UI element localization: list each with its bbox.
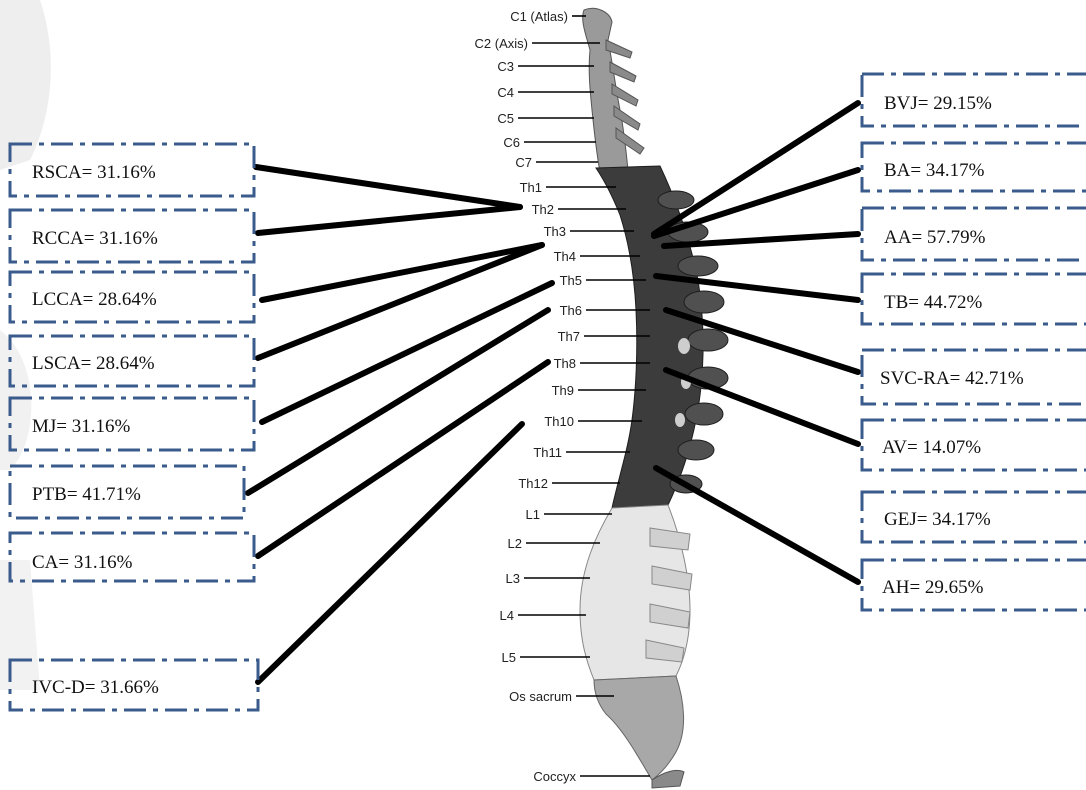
label-c7: C7 — [515, 155, 532, 170]
box-ah-label: AH= 29.65% — [882, 577, 984, 598]
label-th6: Th6 — [560, 303, 582, 318]
spine-illustration — [580, 8, 728, 788]
label-l5: L5 — [502, 650, 516, 665]
box-bvj: BVJ= 29.15% — [862, 74, 1086, 126]
label-c3: C3 — [497, 59, 514, 74]
sacrum — [594, 676, 684, 780]
label-th2: Th2 — [532, 202, 554, 217]
box-tb-label: TB= 44.72% — [884, 292, 982, 313]
box-svcra-label: SVC-RA= 42.71% — [880, 368, 1024, 389]
box-lsca: LSCA= 28.64% — [10, 336, 254, 386]
leader-mj — [262, 283, 552, 422]
box-ah: AH= 29.65% — [862, 560, 1086, 610]
box-rsca: RSCA= 31.16% — [10, 144, 254, 196]
label-l2: L2 — [508, 536, 522, 551]
right-value-boxes: BVJ= 29.15% BA= 34.17% AA= 57.79% TB= 44… — [862, 74, 1086, 610]
box-aa-label: AA= 57.79% — [884, 227, 986, 248]
box-rcca-label: RCCA= 31.16% — [32, 228, 158, 249]
label-th5: Th5 — [560, 273, 582, 288]
label-coccyx: Coccyx — [533, 769, 576, 784]
box-bvj-label: BVJ= 29.15% — [884, 93, 992, 114]
box-gej: GEJ= 34.17% — [862, 492, 1086, 542]
label-l3: L3 — [506, 571, 520, 586]
left-value-boxes: RSCA= 31.16% RCCA= 31.16% LCCA= 28.64% L… — [10, 144, 258, 710]
label-c4: C4 — [497, 85, 514, 100]
label-c2: C2 (Axis) — [475, 36, 528, 51]
label-th3: Th3 — [544, 224, 566, 239]
box-ivcd-label: IVC-D= 31.66% — [32, 677, 159, 698]
label-th12: Th12 — [518, 476, 548, 491]
box-lcca: LCCA= 28.64% — [10, 272, 254, 322]
box-av: AV= 14.07% — [862, 420, 1086, 470]
label-th4: Th4 — [554, 249, 576, 264]
box-ca-label: CA= 31.16% — [32, 552, 133, 573]
box-tb: TB= 44.72% — [862, 274, 1086, 324]
box-gej-label: GEJ= 34.17% — [884, 509, 991, 530]
box-lsca-label: LSCA= 28.64% — [32, 353, 155, 374]
box-rsca-label: RSCA= 31.16% — [32, 162, 156, 183]
leader-bvj — [654, 103, 858, 234]
label-th7: Th7 — [558, 329, 580, 344]
label-th10: Th10 — [544, 414, 574, 429]
label-c5: C5 — [497, 111, 514, 126]
box-ba: BA= 34.17% — [862, 143, 1086, 191]
label-th8: Th8 — [554, 356, 576, 371]
watermark — [0, 0, 51, 690]
box-ca: CA= 31.16% — [10, 533, 254, 581]
box-ivcd: IVC-D= 31.66% — [10, 660, 258, 710]
box-mj: MJ= 31.16% — [10, 398, 254, 450]
box-aa: AA= 57.79% — [862, 208, 1086, 260]
box-av-label: AV= 14.07% — [882, 437, 981, 458]
leader-ah — [656, 468, 858, 582]
box-mj-label: MJ= 31.16% — [32, 416, 131, 437]
vertebra-labels: C1 (Atlas) C2 (Axis) C3 C4 C5 C6 C7 Th1 … — [475, 9, 582, 784]
box-svcra: SVC-RA= 42.71% — [862, 350, 1086, 404]
box-rcca: RCCA= 31.16% — [10, 210, 254, 262]
box-ba-label: BA= 34.17% — [884, 160, 985, 181]
label-th11: Th11 — [533, 445, 562, 460]
leader-rsca — [256, 167, 520, 207]
box-ptb: PTB= 41.71% — [10, 466, 244, 518]
label-th1: Th1 — [520, 180, 542, 195]
leader-lcca — [262, 245, 542, 300]
label-l4: L4 — [500, 608, 514, 623]
box-lcca-label: LCCA= 28.64% — [32, 289, 157, 310]
label-os-sacrum: Os sacrum — [509, 689, 572, 704]
box-ptb-label: PTB= 41.71% — [32, 484, 141, 505]
label-c1: C1 (Atlas) — [510, 9, 568, 24]
label-th9: Th9 — [552, 383, 574, 398]
label-l1: L1 — [526, 507, 540, 522]
label-c6: C6 — [503, 135, 520, 150]
leader-rcca — [258, 207, 520, 233]
